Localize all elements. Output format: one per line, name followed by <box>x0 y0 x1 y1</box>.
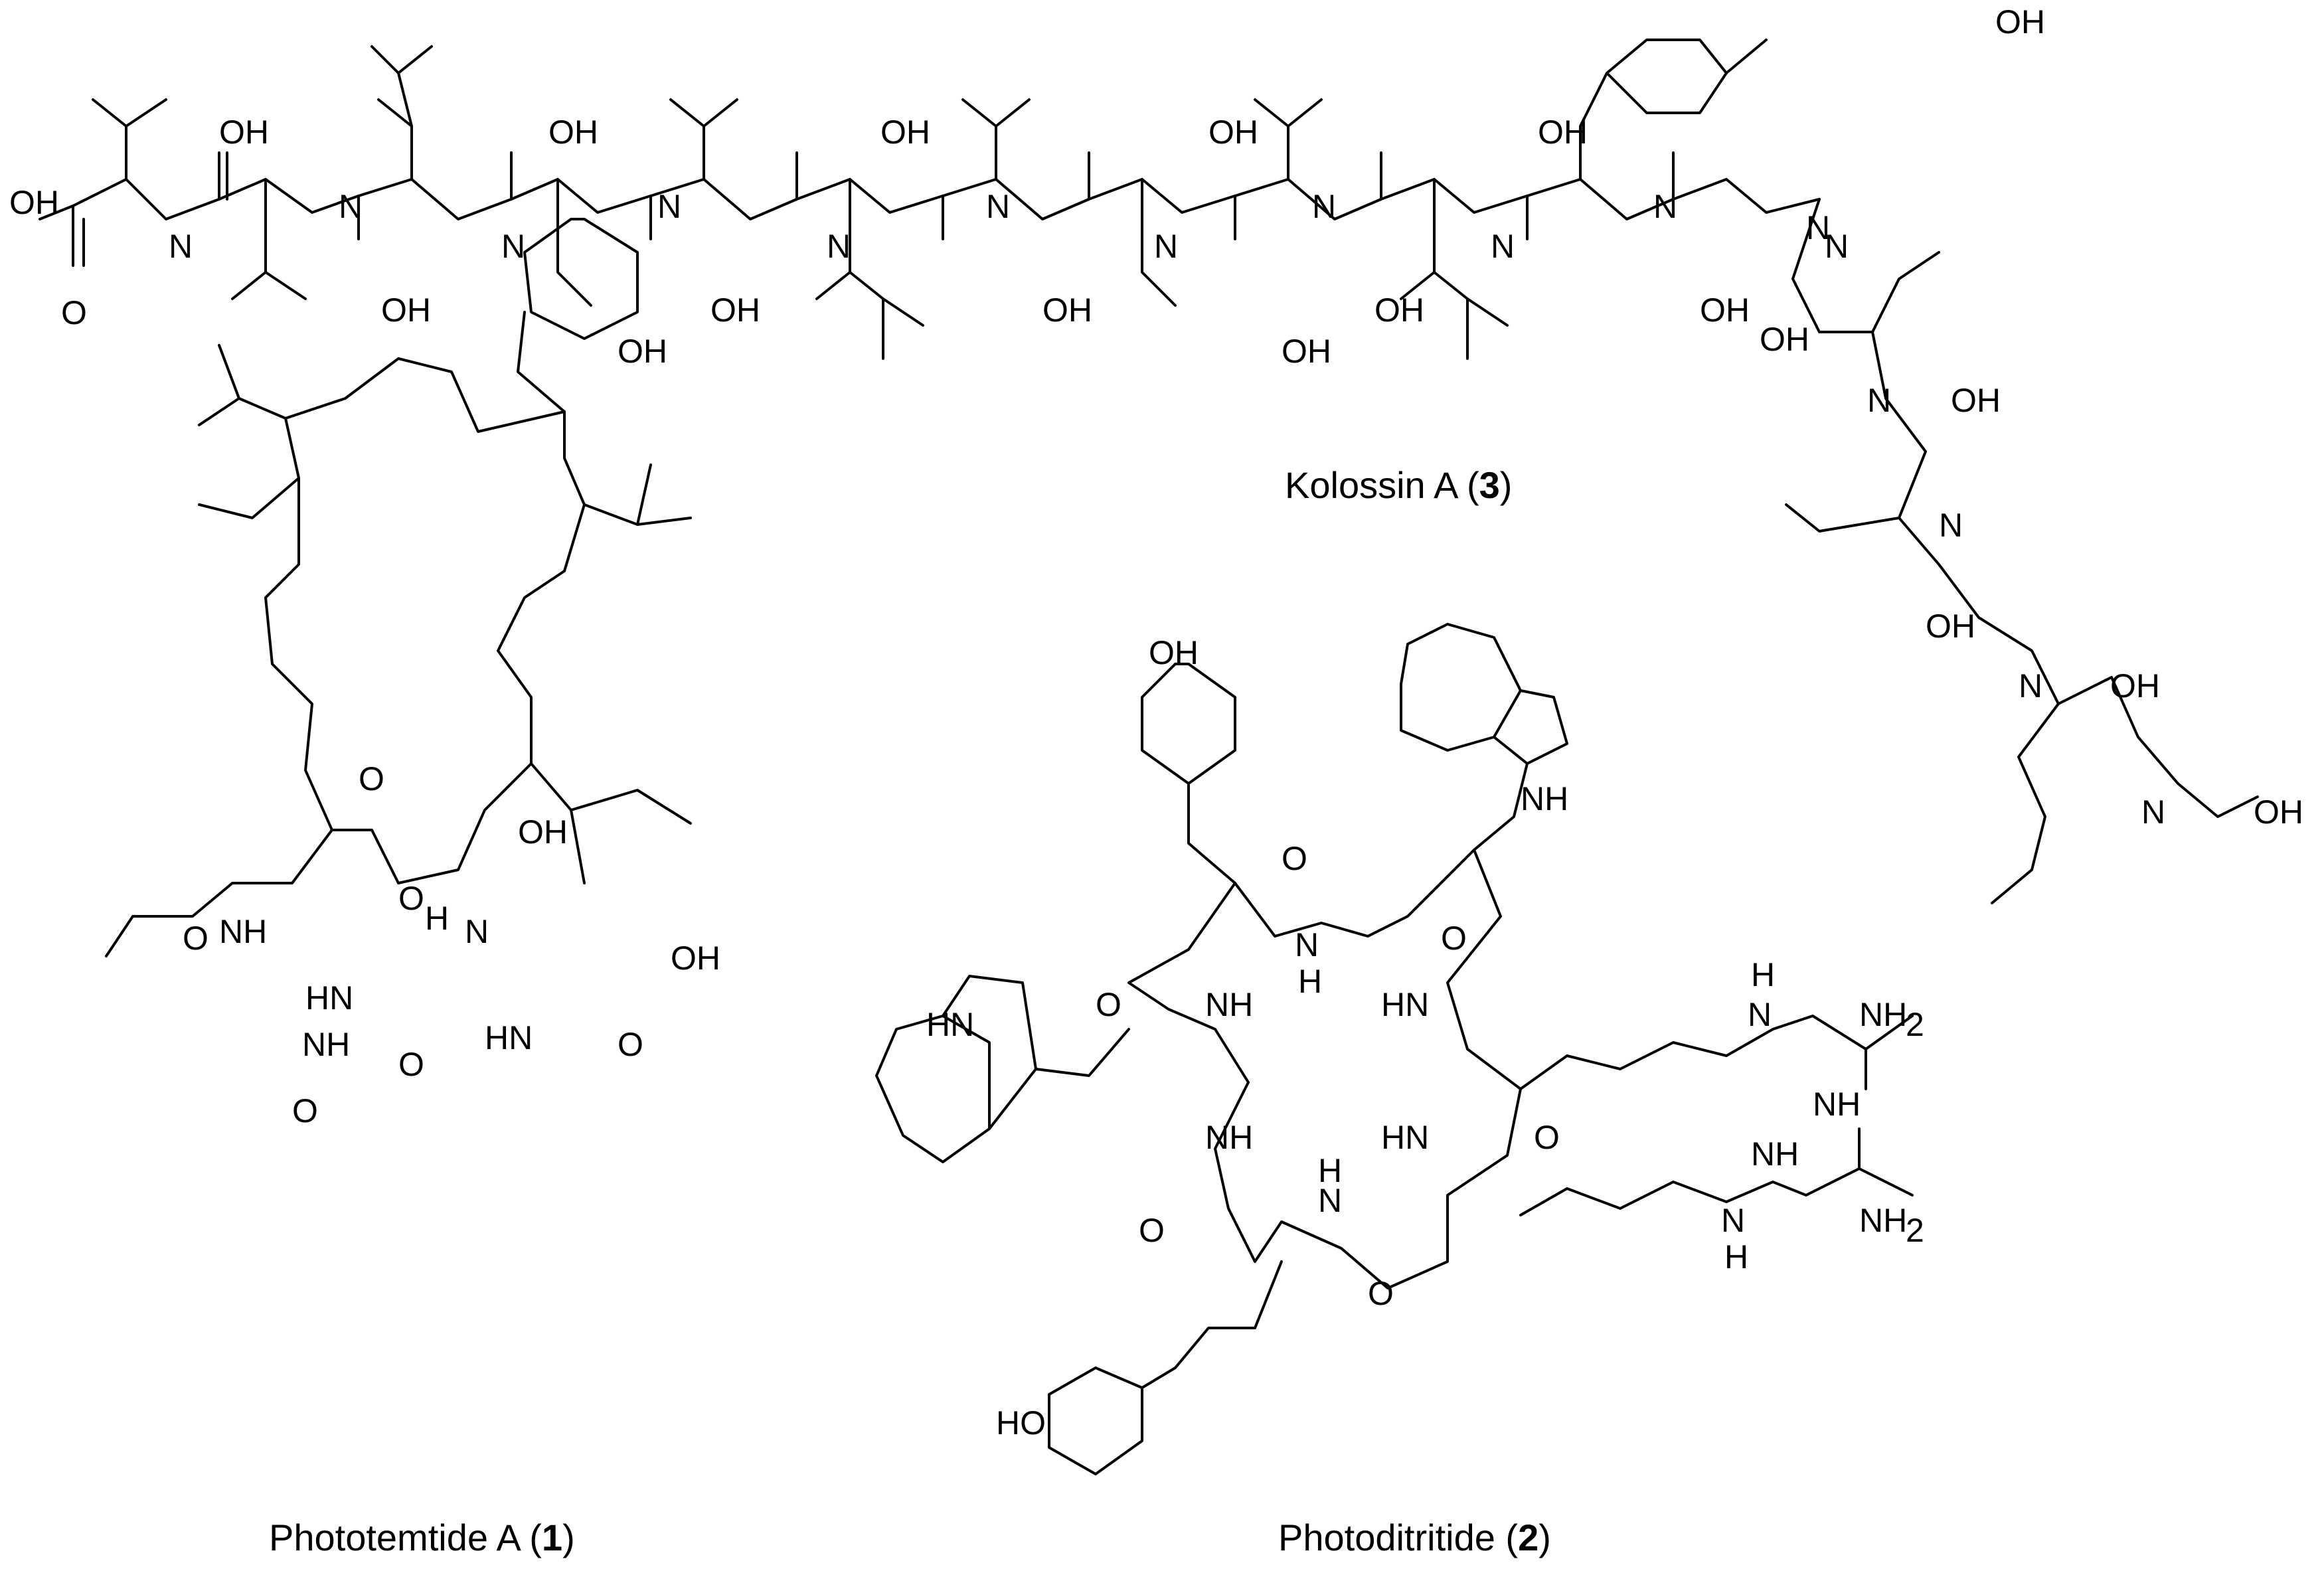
atom-label: N <box>1318 1182 1342 1219</box>
atom-label: 2 <box>1906 1212 1924 1249</box>
atom-label: OH <box>1282 333 1331 370</box>
photoditritide-structure <box>875 623 1914 1475</box>
atom-label: NH <box>219 913 267 950</box>
atom-label: N <box>657 188 681 225</box>
atom-label: O <box>1096 986 1121 1023</box>
atom-label: H <box>425 900 449 937</box>
atom-label: OH <box>1538 114 1588 151</box>
atom-label: H <box>1724 1238 1748 1276</box>
atom-label: HN <box>485 1019 533 1056</box>
atom-label: NH <box>1859 1202 1907 1239</box>
atom-label: H <box>1318 1152 1342 1189</box>
atom-label: OH <box>1042 291 1092 329</box>
atom-label: OH <box>710 291 760 329</box>
atom-label: N <box>169 228 193 265</box>
atom-label: OH <box>880 114 930 151</box>
atom-label: O <box>1368 1275 1394 1312</box>
atom-label: OH <box>518 813 568 851</box>
atom-label: HN <box>926 1006 974 1043</box>
atom-label: NH <box>1205 1119 1253 1156</box>
phototemtide-a-structure <box>105 151 692 957</box>
atom-label: NH <box>1205 986 1253 1023</box>
atom-label: OH <box>548 114 598 151</box>
atom-label: NH <box>1813 1086 1861 1123</box>
atom-label: N <box>1825 228 1849 265</box>
atom-label: O <box>183 920 208 957</box>
atom-label: OH <box>1208 114 1258 151</box>
caption-kolossin-a: Kolossin A (3) <box>1285 464 1512 506</box>
atom-label: 2 <box>1906 1006 1924 1043</box>
atom-label: OH <box>1760 321 1809 358</box>
atom-label: O <box>61 294 87 331</box>
atom-label: N <box>1939 507 1963 544</box>
atom-label: HN <box>1381 986 1429 1023</box>
atom-label: N <box>1312 188 1336 225</box>
atom-label: N <box>2019 667 2042 704</box>
atom-label: HN <box>1381 1119 1429 1156</box>
atom-labels: OH O N OH N OH N OH OH N OH N OH N OH N … <box>9 3 2303 1442</box>
atom-label: NH <box>1859 996 1907 1033</box>
atom-label: N <box>1491 228 1515 265</box>
atom-label: O <box>1282 840 1307 877</box>
atom-label: N <box>827 228 851 265</box>
atom-label: O <box>359 760 384 797</box>
atom-label: OH <box>2110 667 2160 704</box>
atom-label: H <box>1298 963 1322 1000</box>
atom-label: N <box>1867 382 1891 419</box>
atom-label: N <box>1748 996 1772 1033</box>
caption-phototemtide-a: Phototemtide A (1) <box>269 1517 575 1558</box>
atom-label: N <box>1721 1202 1745 1239</box>
atom-label: OH <box>671 940 720 977</box>
caption-photoditritide: Photoditritide (2) <box>1278 1517 1551 1558</box>
atom-label: OH <box>618 333 667 370</box>
atom-label: N <box>1154 228 1178 265</box>
atom-label: HN <box>305 979 353 1017</box>
atom-label: N <box>1653 188 1677 225</box>
atom-label: N <box>339 188 363 225</box>
atom-label: O <box>398 1046 424 1083</box>
atom-label: N <box>986 188 1010 225</box>
atom-label: H <box>1751 956 1775 993</box>
atom-label: OH <box>2254 793 2303 831</box>
atom-label: OH <box>1149 634 1199 671</box>
atom-label: O <box>292 1092 318 1129</box>
atom-label: N <box>2141 793 2165 831</box>
atom-label: N <box>465 913 489 950</box>
atom-label: HO <box>996 1404 1046 1442</box>
atom-label: O <box>398 880 424 917</box>
atom-label: O <box>1534 1119 1560 1156</box>
atom-label: OH <box>1374 291 1424 329</box>
atom-label: OH <box>381 291 431 329</box>
atom-label: OH <box>1700 291 1750 329</box>
atom-label: O <box>618 1026 643 1063</box>
kolossin-a-structure <box>39 39 2259 904</box>
atom-label: OH <box>1951 382 2001 419</box>
atom-label: N <box>1295 926 1319 963</box>
atom-label: OH <box>9 184 59 221</box>
atom-label: OH <box>1995 3 2045 41</box>
atom-label: NH <box>1751 1135 1799 1173</box>
atom-label: OH <box>1926 608 1975 645</box>
atom-label: N <box>1806 209 1830 246</box>
atom-label: N <box>501 228 525 265</box>
atom-label: NH <box>1521 780 1568 817</box>
atom-label: NH <box>302 1026 350 1063</box>
atom-label: OH <box>219 114 269 151</box>
atom-label: O <box>1139 1212 1165 1249</box>
atom-label: O <box>1441 920 1467 957</box>
